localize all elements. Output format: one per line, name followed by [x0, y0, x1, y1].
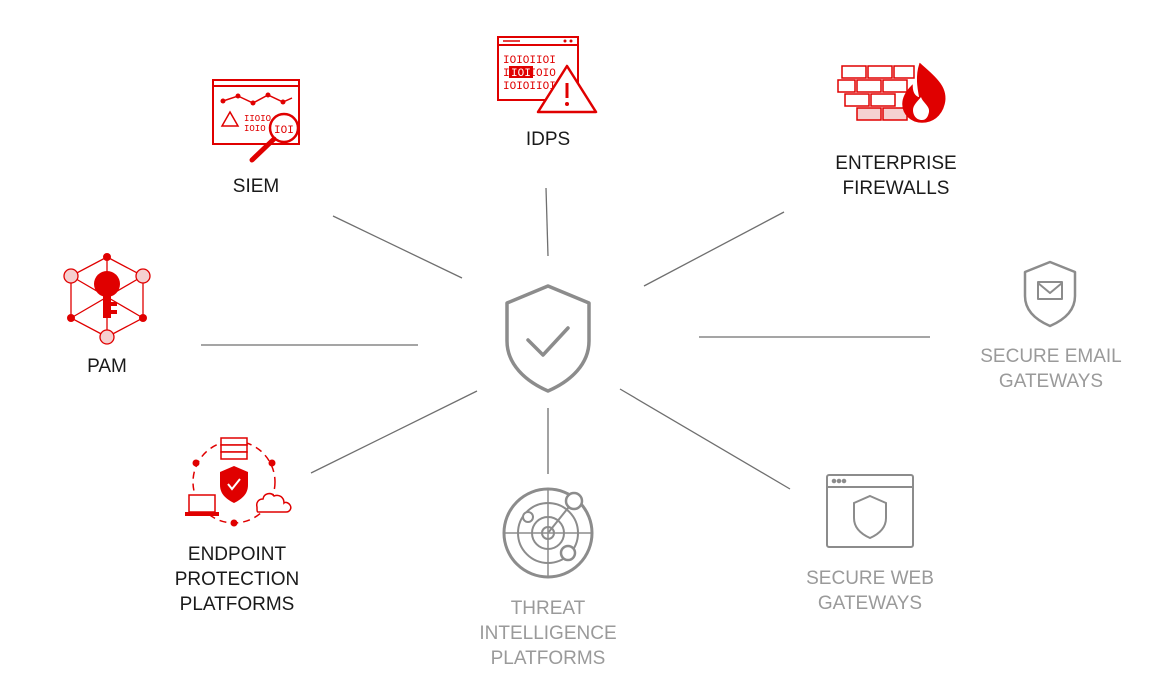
label-siem: SIEM: [233, 174, 279, 199]
label-web-line-2: GATEWAYS: [817, 593, 923, 614]
connector-endpoint: [310, 390, 478, 474]
label-firewalls-line-1: ENTERPRISE: [835, 153, 957, 174]
label-endpoint-line-2: PROTECTION: [174, 569, 300, 590]
label-threat: THREAT INTELLIGENCE PLATFORMS: [479, 596, 616, 671]
label-email-line-2: GATEWAYS: [998, 371, 1104, 392]
svg-text:IOIOIIOI: IOIOIIOI: [503, 55, 556, 67]
connector-siem: [332, 215, 463, 279]
pam-key-network-icon: [63, 253, 151, 345]
connector-lines: [201, 187, 930, 490]
svg-text:IOI: IOI: [274, 125, 294, 137]
svg-text:IIOIO: IIOIO: [244, 114, 271, 124]
label-idps: IDPS: [526, 127, 570, 152]
label-endpoint-line-1: ENDPOINT: [187, 544, 287, 565]
shield-check-icon: [505, 284, 591, 393]
label-firewalls: ENTERPRISE FIREWALLS: [835, 151, 956, 201]
firewall-icon: [837, 62, 946, 123]
email-shield-icon: [1023, 260, 1077, 328]
label-endpoint-line-3: PLATFORMS: [179, 594, 295, 615]
label-threat-line-3: PLATFORMS: [490, 648, 606, 669]
label-threat-line-1: THREAT: [510, 598, 586, 619]
connector-idps: [545, 187, 549, 257]
svg-text:IOIOIIOI: IOIOIIOI: [503, 81, 556, 93]
label-idps-line-1: IDPS: [525, 129, 571, 150]
label-web-line-1: SECURE WEB: [806, 568, 934, 589]
siem-analytics-icon: IIOIO IOIO IOI: [212, 79, 300, 163]
label-firewalls-line-2: FIREWALLS: [842, 178, 950, 199]
connector-firewalls: [643, 211, 785, 287]
radar-icon: [502, 487, 594, 579]
label-pam: PAM: [87, 354, 127, 379]
connector-web: [619, 388, 791, 490]
endpoint-network-icon: [185, 437, 292, 527]
svg-text:IOIO: IOIO: [244, 124, 266, 134]
label-web: SECURE WEB GATEWAYS: [806, 566, 934, 616]
label-email-line-1: SECURE EMAIL: [980, 346, 1122, 367]
label-threat-line-2: INTELLIGENCE: [479, 623, 617, 644]
label-siem-line-1: SIEM: [232, 176, 280, 197]
label-pam-line-1: PAM: [87, 356, 127, 377]
svg-text:IOI: IOI: [511, 68, 531, 80]
label-email: SECURE EMAIL GATEWAYS: [980, 344, 1121, 394]
browser-shield-icon: [826, 474, 914, 548]
label-endpoint: ENDPOINT PROTECTION PLATFORMS: [175, 542, 300, 617]
